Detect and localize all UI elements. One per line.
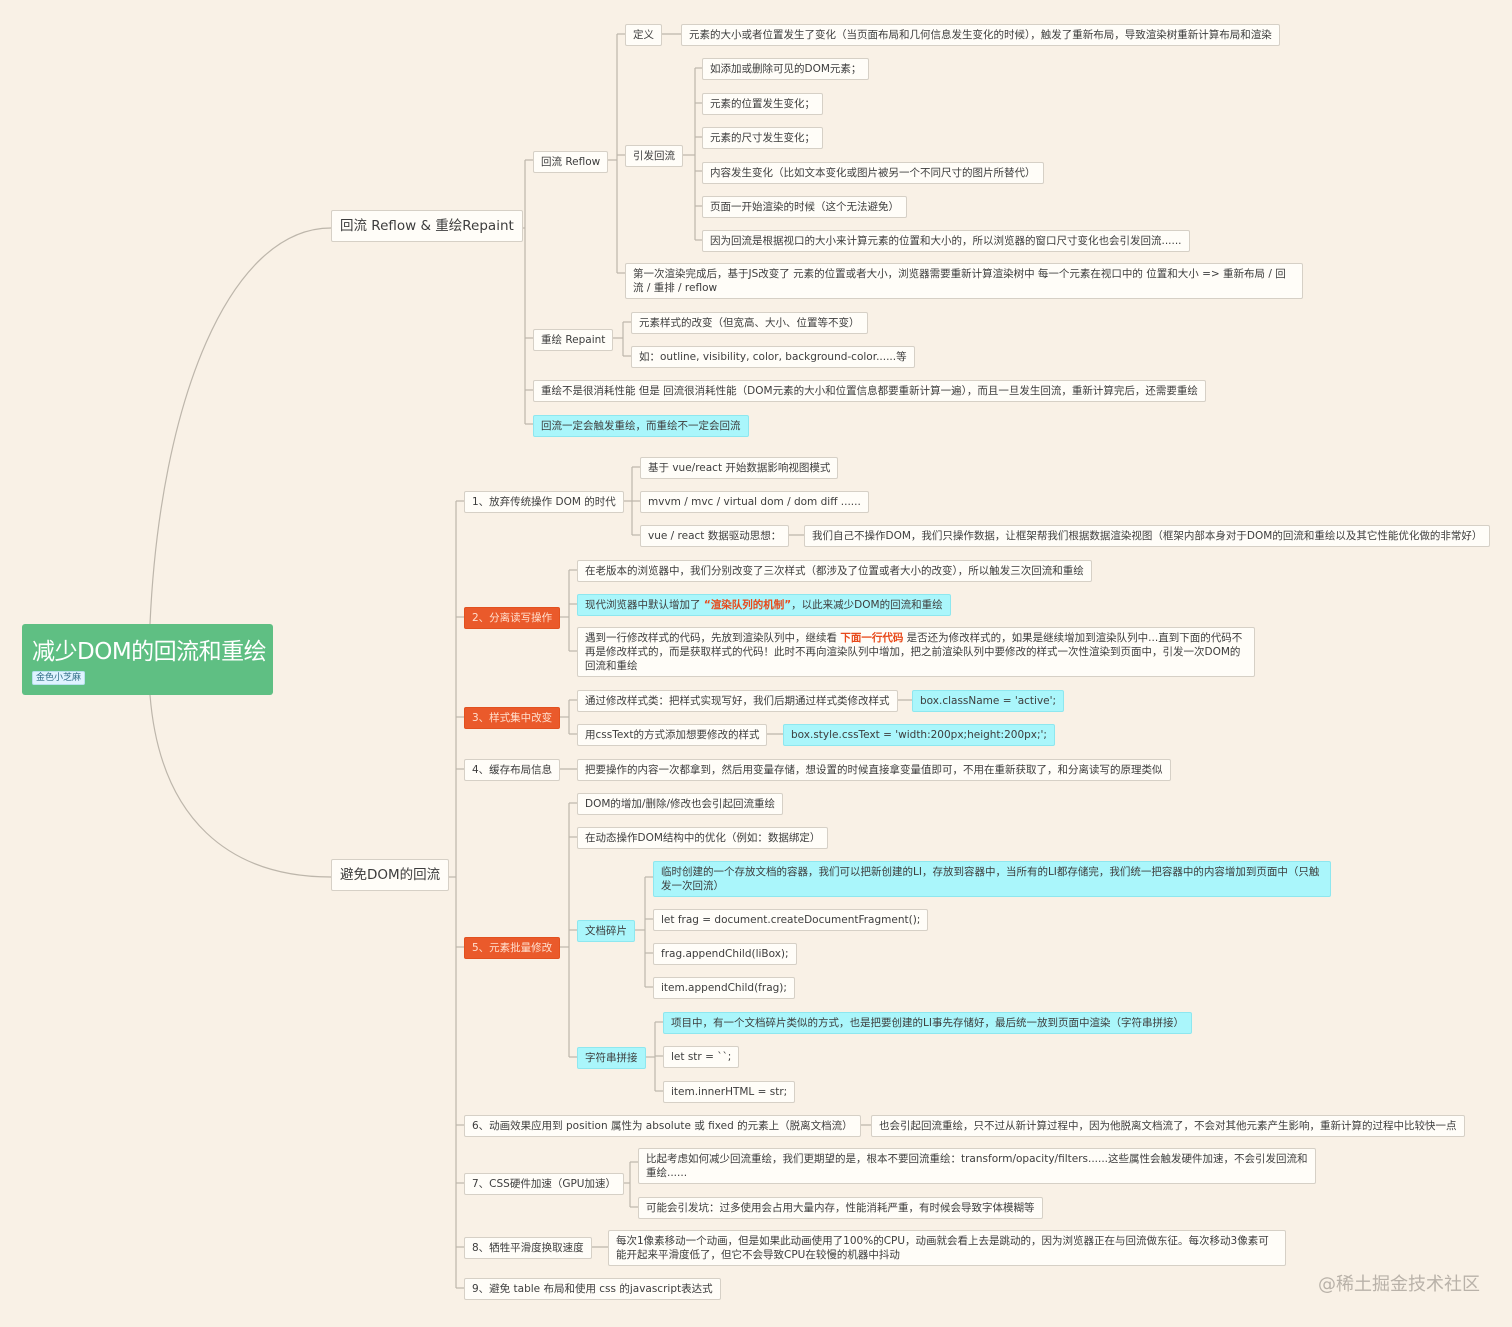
trigger-item[interactable]: 因为回流是根据视口的大小来计算元素的位置和大小的，所以浏览器的窗口尺寸变化也会引… xyxy=(702,230,1190,252)
connector-line xyxy=(149,694,332,878)
item7-child[interactable]: 可能会引发坑：过多使用会占用大量内存，性能消耗严重，有时候会导致字体模糊等 xyxy=(638,1197,1043,1219)
item2-child[interactable]: 在老版本的浏览器中，我们分别改变了三次样式（都涉及了位置或者大小的改变），所以触… xyxy=(577,560,1092,582)
item3-code[interactable]: box.className = 'active'; xyxy=(912,690,1065,712)
topic-string-concat[interactable]: 字符串拼接 xyxy=(577,1047,646,1069)
item6-animation-position[interactable]: 6、动画效果应用到 position 属性为 absolute 或 fixed … xyxy=(464,1115,861,1137)
topic-document-fragment[interactable]: 文档碎片 xyxy=(577,920,635,942)
watermark: @稀土掘金技术社区 xyxy=(1318,1274,1480,1295)
trigger-item[interactable]: 页面一开始渲染的时候（这个无法避免） xyxy=(702,196,907,218)
item7-child[interactable]: 比起考虑如何减少回流重绘，我们更期望的是，根本不要回流重绘：transform/… xyxy=(638,1148,1316,1184)
item5-child[interactable]: 在动态操作DOM结构中的优化（例如：数据绑定） xyxy=(577,827,829,849)
item9-avoid-table[interactable]: 9、避免 table 布局和使用 css 的javascript表达式 xyxy=(464,1278,721,1300)
branch-avoid-reflow[interactable]: 避免DOM的回流 xyxy=(331,859,450,891)
item3-batch-style[interactable]: 3、样式集中改变 xyxy=(464,707,561,729)
definition-text[interactable]: 元素的大小或者位置发生了变化（当页面布局和几何信息发生变化的时候），触发了重新布… xyxy=(681,24,1280,46)
topic-trigger-reflow[interactable]: 引发回流 xyxy=(625,145,683,167)
branch-reflow-repaint[interactable]: 回流 Reflow & 重绘Repaint xyxy=(331,210,523,242)
item2-render-queue[interactable]: 现代浏览器中默认增加了 “渲染队列的机制”，以此来减少DOM的回流和重绘 xyxy=(577,594,951,616)
repaint-item[interactable]: 如：outline, visibility, color, background… xyxy=(631,346,915,368)
root-tag-label: 金色小芝麻 xyxy=(32,671,86,685)
item1-detail[interactable]: 我们自己不操作DOM，我们只操作数据，让框架帮我们根据数据渲染视图（框架内部本身… xyxy=(804,525,1491,547)
fragment-item[interactable]: 临时创建的一个存放文档的容器，我们可以把新创建的LI，存放到容器中，当所有的LI… xyxy=(653,861,1331,897)
connector-line xyxy=(149,227,332,625)
item1-child[interactable]: mvvm / mvc / virtual dom / dom diff ....… xyxy=(640,491,869,513)
item3-code[interactable]: box.style.cssText = 'width:200px;height:… xyxy=(783,724,1055,746)
item5-batch-modify[interactable]: 5、元素批量修改 xyxy=(464,937,561,959)
item2-c2-text: ，以此来减少DOM的回流和重绘 xyxy=(791,599,943,611)
reflow-note[interactable]: 第一次渲染完成后，基于JS改变了 元素的位置或者大小，浏览器需要重新计算渲染树中… xyxy=(625,263,1303,299)
item7-gpu-acceleration[interactable]: 7、CSS硬件加速（GPU加速） xyxy=(464,1173,624,1195)
item2-c3-text: 遇到一行修改样式的代码，先放到渲染队列中，继续看 xyxy=(585,632,841,644)
item4-cache-layout[interactable]: 4、缓存布局信息 xyxy=(464,759,561,781)
fragment-item[interactable]: frag.appendChild(liBox); xyxy=(653,943,797,965)
item3-child[interactable]: 通过修改样式类：把样式实现写好，我们后期通过样式类修改样式 xyxy=(577,690,898,712)
topic-reflow[interactable]: 回流 Reflow xyxy=(533,151,609,173)
item2-c3-highlight: 下面一行代码 xyxy=(840,632,904,644)
item2-separate-read-write[interactable]: 2、分离读写操作 xyxy=(464,607,561,629)
trigger-item[interactable]: 如添加或删除可见的DOM元素； xyxy=(702,58,870,80)
item4-child[interactable]: 把要操作的内容一次都拿到，然后用变量存储，想设置的时候直接拿变量值即可，不用在重… xyxy=(577,759,1171,781)
string-item[interactable]: 项目中，有一个文档碎片类似的方式，也是把要创建的LI事先存储好，最后统一放到页面… xyxy=(663,1012,1192,1034)
item1-abandon-dom[interactable]: 1、放弃传统操作 DOM 的时代 xyxy=(464,491,624,513)
performance-note[interactable]: 重绘不是很消耗性能 但是 回流很消耗性能（DOM元素的大小和位置信息都要重新计算… xyxy=(533,380,1206,402)
item6-child[interactable]: 也会引起回流重绘，只不过从新计算过程中，因为他脱离文档流了，不会对其他元素产生影… xyxy=(871,1115,1465,1137)
topic-repaint[interactable]: 重绘 Repaint xyxy=(533,329,614,351)
item2-c3-text: 是否还为修改样式的，如果是继续增加到渲染队列中...直到下面的代码不再是修改样式… xyxy=(585,632,1243,672)
root-title: 减少DOM的回流和重绘 xyxy=(32,639,267,665)
trigger-item[interactable]: 元素的位置发生变化； xyxy=(702,93,823,115)
trigger-item[interactable]: 元素的尺寸发生变化； xyxy=(702,127,823,149)
item2-c2-highlight: “渲染队列的机制” xyxy=(703,599,792,611)
item2-detail[interactable]: 遇到一行修改样式的代码，先放到渲染队列中，继续看 下面一行代码 是否还为修改样式… xyxy=(577,627,1255,677)
item8-child[interactable]: 每次1像素移动一个动画，但是如果此动画使用了100%的CPU，动画就会看上去是跳… xyxy=(608,1230,1286,1266)
item8-smoothness[interactable]: 8、牺牲平滑度换取速度 xyxy=(464,1237,592,1259)
item1-child[interactable]: 基于 vue/react 开始数据影响视图模式 xyxy=(640,457,839,479)
root-topic[interactable]: 减少DOM的回流和重绘 xyxy=(22,624,273,695)
fragment-item[interactable]: item.appendChild(frag); xyxy=(653,977,795,999)
topic-definition[interactable]: 定义 xyxy=(625,24,662,46)
repaint-item[interactable]: 元素样式的改变（但宽高、大小、位置等不变） xyxy=(631,312,868,334)
item3-child[interactable]: 用cssText的方式添加想要修改的样式 xyxy=(577,724,768,746)
item5-child[interactable]: DOM的增加/删除/修改也会引起回流重绘 xyxy=(577,793,783,815)
trigger-item[interactable]: 内容发生变化（比如文本变化或图片被另一个不同尺寸的图片所替代） xyxy=(702,162,1044,184)
string-item[interactable]: item.innerHTML = str; xyxy=(663,1081,796,1103)
string-item[interactable]: let str = ``; xyxy=(663,1046,740,1068)
conclusion-note[interactable]: 回流一定会触发重绘，而重绘不一定会回流 xyxy=(533,415,749,437)
fragment-item[interactable]: let frag = document.createDocumentFragme… xyxy=(653,909,929,931)
item1-child[interactable]: vue / react 数据驱动思想： xyxy=(640,525,790,547)
item2-c2-text: 现代浏览器中默认增加了 xyxy=(585,599,704,611)
